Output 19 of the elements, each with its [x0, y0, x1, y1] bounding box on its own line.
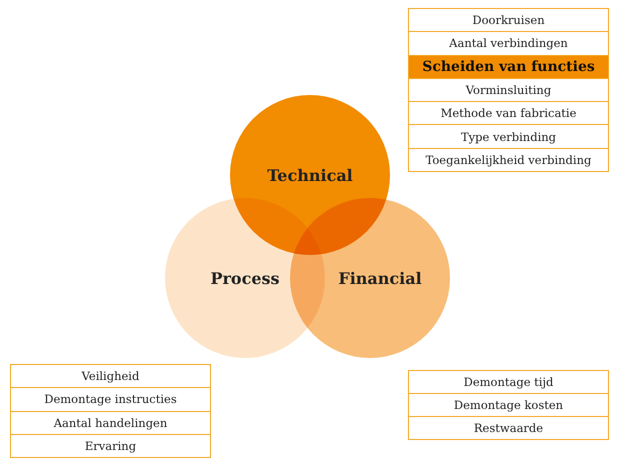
list-item: Doorkruisen — [409, 9, 608, 32]
list-item: Vorminsluiting — [409, 78, 608, 102]
list-item: Demontage tijd — [409, 371, 608, 394]
list-item: Type verbinding — [409, 125, 608, 149]
circle-label: Financial — [338, 268, 422, 288]
highlighted-list-item: Scheiden van functies — [409, 56, 608, 79]
list-item: Ervaring — [11, 434, 210, 457]
circle-label: Technical — [267, 166, 353, 184]
list-item: Methode van fabricatie — [409, 102, 608, 126]
list-item: Aantal handelingen — [11, 412, 210, 435]
list-table — [408, 370, 609, 440]
list-item: Veiligheid — [11, 365, 210, 388]
circle-label: Process — [210, 268, 280, 288]
list-item: Demontage kosten — [409, 394, 608, 417]
list-table — [408, 8, 609, 172]
list-item: Demontage instructies — [11, 388, 210, 412]
list-item: Restwaarde — [409, 417, 608, 439]
list-item: Toegankelijkheid verbinding — [409, 148, 608, 171]
list-table — [10, 364, 211, 458]
